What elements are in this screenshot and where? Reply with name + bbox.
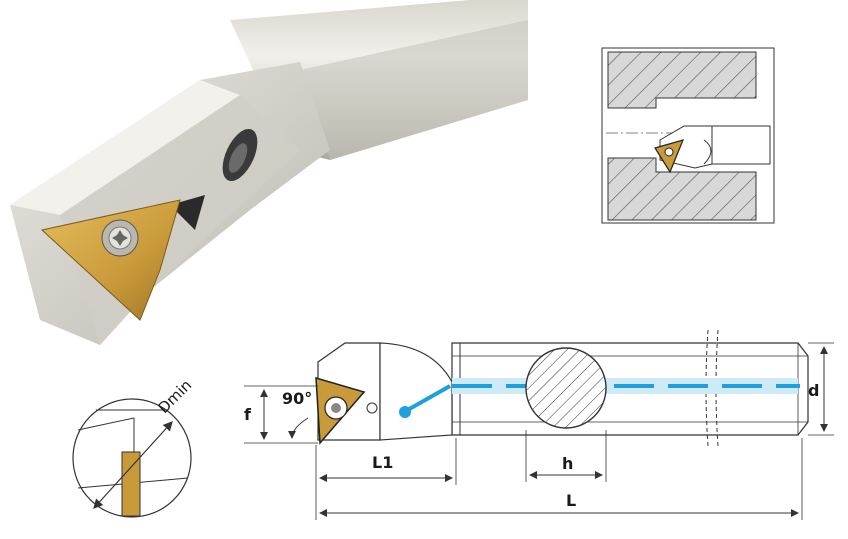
d-label: d (808, 381, 819, 400)
cross-section (525, 347, 607, 429)
h-label: h (562, 454, 573, 473)
l1-label: L1 (372, 453, 393, 472)
insert-gold (40, 199, 181, 321)
dmin-detail: Dmin (72, 376, 195, 518)
section-view (601, 47, 775, 224)
technical-drawing: f 90° L1 h L d (244, 329, 834, 520)
l-label: L (566, 491, 576, 510)
tool-3d-render (10, 0, 528, 345)
f-label: f (244, 405, 252, 424)
dmin-label: Dmin (154, 376, 195, 417)
angle-label: 90° (282, 389, 312, 408)
